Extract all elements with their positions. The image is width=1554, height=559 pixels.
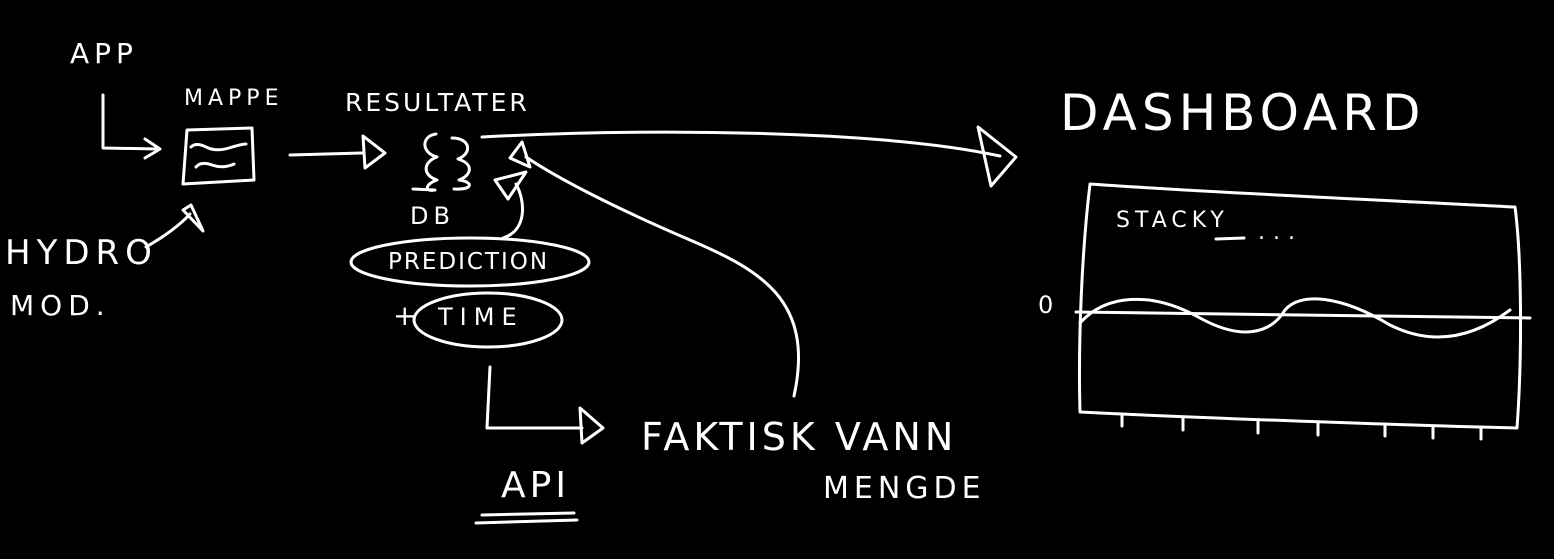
- label-stacky: STACKY: [1116, 208, 1229, 233]
- chart-x-ticks: [1120, 412, 1483, 441]
- database-icon: [411, 132, 471, 192]
- folder-to-db-arrow: [288, 134, 387, 170]
- folder-icon: [181, 126, 256, 186]
- label-stacky-dots: ...: [1258, 220, 1303, 245]
- label-mod: MOD.: [10, 289, 111, 322]
- label-mengde: MENGDE: [823, 471, 986, 506]
- db-to-dashboard-arrow: [480, 125, 1018, 188]
- label-dashboard: DASHBOARD: [1060, 84, 1426, 142]
- label-plus: +: [393, 299, 422, 332]
- label-zero: 0: [1038, 291, 1059, 319]
- db-inbound-arrowhead: [508, 140, 532, 169]
- label-app: APP: [70, 37, 138, 70]
- api-underline: [474, 511, 579, 525]
- label-time: TIME: [438, 303, 524, 331]
- prediction-loop-arrow: [493, 170, 528, 240]
- label-api: API: [501, 465, 570, 506]
- hydro-to-folder-arrow: [144, 203, 205, 249]
- label-resultater: RESULTATER: [345, 88, 530, 117]
- faktisk-to-db-curve: [524, 155, 800, 398]
- stacky-y-underline: [1214, 236, 1246, 241]
- label-db: DB: [410, 202, 455, 230]
- time-to-api-arrow: [485, 365, 605, 445]
- time-ellipse: [412, 291, 564, 349]
- label-mappe: MAPPE: [184, 86, 284, 111]
- app-to-folder-arrow: [101, 93, 162, 160]
- dashboard-chart-frame: [1077, 182, 1523, 430]
- label-hydro: HYDRO: [5, 233, 158, 273]
- prediction-ellipse: [349, 236, 591, 288]
- label-prediction: PREDICTION: [388, 249, 550, 275]
- chart-wave-line: [1078, 297, 1512, 339]
- chart-zero-baseline: [1074, 310, 1532, 320]
- label-faktisk-vann: FAKTISK VANN: [641, 415, 958, 459]
